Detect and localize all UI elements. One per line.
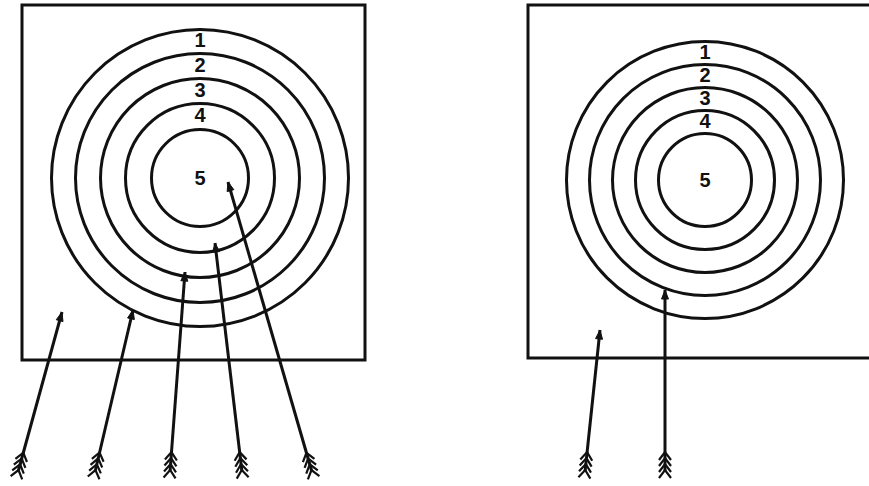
arrow-shaft [664,290,667,472]
arrow-fletching [659,452,671,460]
ring-number: 1 [50,30,350,50]
arrow-shaft [95,310,133,472]
arrow-fletching [11,470,23,479]
ring-number: 3 [99,80,301,100]
target-board [528,5,869,358]
target-ring: 543 [99,77,301,279]
target-ring: 54321 [50,28,350,328]
arrow-shaft [18,312,62,472]
ring-number: 3 [611,88,799,108]
ring-number: 5 [657,170,753,190]
arrow-fletching [303,453,315,462]
ring-circle [126,104,275,253]
arrow-fletching [165,452,177,460]
arrow-shaft [227,182,319,479]
ring-circle [76,54,325,303]
arrow-shaft [11,312,63,479]
arrow-fletching [92,453,104,462]
ring-number: 2 [74,55,326,75]
ring-circle [636,111,775,250]
arrow-fletching [89,464,101,473]
arrow-head [56,312,63,322]
ring-circle [613,88,798,273]
ring-number: 5 [150,168,250,188]
arrow-shaft [578,330,602,479]
ring-circle [101,79,300,278]
ring-circle [52,30,349,327]
arrow-head [596,330,603,339]
ring-circle [567,42,844,319]
target-ring: 543 [611,86,799,274]
target-ring: 54321 [565,40,845,320]
arrow-head [227,182,234,192]
target-ring: 5 [657,132,753,228]
arrow-shaft [228,182,312,472]
arrow-fletching [14,459,26,468]
arrow-shaft [88,310,135,479]
ring-number: 1 [565,42,845,62]
ring-circle [590,65,821,296]
arrow-fletching [580,452,592,461]
target-ring: 54 [634,109,776,251]
arrow-fletching [91,458,103,467]
arrow-shaft [659,290,671,478]
arrow-shaft [215,243,242,472]
target-ring: 5432 [74,52,326,304]
arrow-head [662,290,669,299]
arrow-fletching [235,452,247,461]
arrow-fletching [88,470,100,479]
arrow-fletching [308,470,320,479]
target-ring: 54 [124,102,276,254]
ring-number: 4 [634,111,776,131]
arrow-fletching [15,453,27,462]
ring-number: 4 [124,105,276,125]
arrow-fletching [12,464,24,473]
target-board [22,5,365,360]
target-ring: 5 [150,128,250,228]
arrow-fletching [306,464,318,473]
arrow-shaft [213,243,249,479]
target-ring: 5432 [588,63,822,297]
ring-number: 2 [588,65,822,85]
arrow-fletching [305,459,317,468]
